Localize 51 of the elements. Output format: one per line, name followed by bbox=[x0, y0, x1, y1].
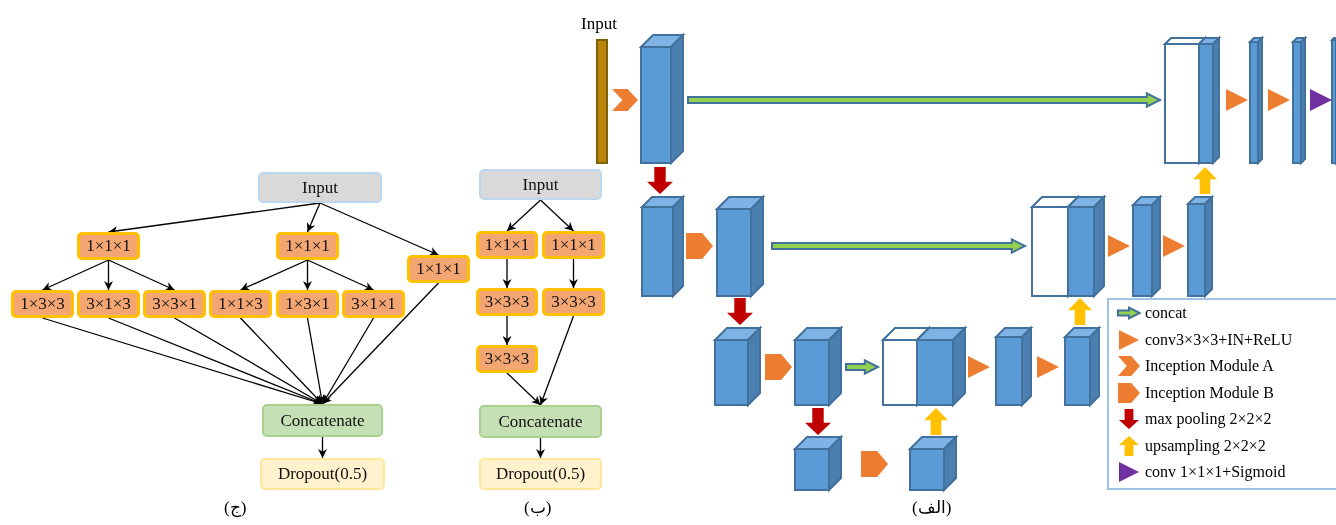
arrow bbox=[303, 259, 312, 291]
conv-box: 3×3×3 bbox=[476, 288, 538, 316]
conv-box: 1×3×1 bbox=[276, 290, 339, 318]
arrow bbox=[41, 259, 110, 291]
panel-caption: (ج) bbox=[224, 497, 247, 518]
legend-text: max pooling 2×2×2 bbox=[1145, 410, 1272, 428]
conv-box: 1×1×1 bbox=[476, 231, 538, 259]
legend-text: Inception Module B bbox=[1145, 383, 1274, 402]
arrow bbox=[239, 317, 324, 405]
arrow bbox=[306, 259, 375, 291]
arrow bbox=[539, 199, 575, 232]
conv-box: 3×3×3 bbox=[476, 345, 538, 373]
conv-box: 1×1×1 bbox=[542, 231, 605, 259]
conv-box: 3×3×3 bbox=[542, 288, 605, 316]
input-box: Input bbox=[258, 172, 382, 203]
arrow bbox=[506, 372, 542, 406]
concatenate-box: Concatenate bbox=[262, 404, 383, 437]
dropout-box: Dropout(0.5) bbox=[260, 458, 385, 490]
dropout-box: Dropout(0.5) bbox=[479, 458, 602, 490]
conv-box: 1×1×1 bbox=[276, 232, 339, 260]
legend-text: conv 1×1×1+Sigmoid bbox=[1145, 463, 1286, 481]
conv-box: 1×1×1 bbox=[407, 255, 470, 283]
panel-caption: (الف) bbox=[912, 497, 952, 518]
input-box: Input bbox=[479, 169, 602, 200]
arrow bbox=[321, 282, 440, 405]
arrow bbox=[539, 315, 575, 406]
input-label: Input bbox=[581, 14, 617, 34]
conv-box: 3×1×1 bbox=[342, 290, 405, 318]
conv-box: 1×1×1 bbox=[77, 232, 140, 260]
legend-text: concat bbox=[1145, 304, 1187, 322]
arrow bbox=[239, 259, 309, 291]
conv-box: 3×1×3 bbox=[77, 290, 140, 318]
arrow bbox=[104, 259, 113, 291]
concatenate-box: Concatenate bbox=[479, 405, 602, 438]
arrow bbox=[536, 437, 545, 459]
legend-text: upsampling 2×2×2 bbox=[1145, 436, 1266, 455]
arrow bbox=[502, 258, 512, 289]
panel-caption: (ب) bbox=[524, 497, 552, 518]
arrow bbox=[319, 202, 440, 256]
conv-box: 1×3×3 bbox=[11, 290, 74, 318]
conv-box: 1×1×3 bbox=[209, 290, 272, 318]
arrow bbox=[107, 259, 176, 291]
legend-text: conv3×3×3+IN+ReLU bbox=[1145, 330, 1293, 349]
arrow bbox=[306, 202, 321, 233]
arrow bbox=[318, 436, 327, 459]
conv-box: 3×3×1 bbox=[143, 290, 206, 318]
arrow bbox=[506, 199, 542, 232]
arrow bbox=[569, 258, 578, 289]
legend-text: Inception Module A bbox=[1145, 357, 1274, 375]
arrow bbox=[306, 317, 326, 405]
arrow bbox=[502, 315, 512, 346]
